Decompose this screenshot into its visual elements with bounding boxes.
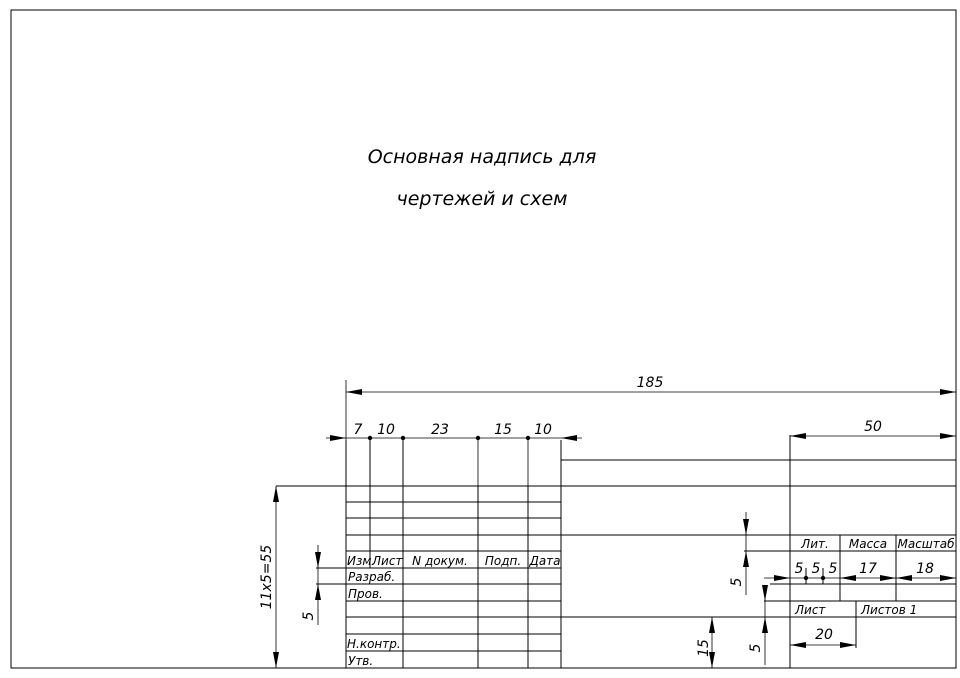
arrow-icon: [840, 642, 856, 648]
dimension-55: 11x5=55: [259, 486, 279, 668]
label-lit: Лит.: [800, 537, 829, 551]
arrow-icon: [762, 617, 768, 633]
dimension-50: 50: [790, 419, 956, 439]
label-izm: Изм.: [347, 554, 375, 568]
arrow-icon: [315, 552, 321, 568]
dim-lit-5b: 5: [812, 561, 821, 577]
label-prov: Пров.: [348, 587, 383, 601]
sheet-frame: [10, 9, 957, 669]
arrow-icon: [940, 575, 956, 581]
arrow-icon: [273, 486, 279, 502]
label-razrab: Разраб.: [348, 570, 395, 584]
label-list: Лист: [371, 554, 403, 568]
dimension-5-left: 5: [301, 545, 321, 625]
dim-total-width: 185: [637, 375, 664, 391]
label-masshtab: Масштаб: [897, 537, 955, 551]
arrow-icon: [561, 435, 577, 441]
sheet-title-line2: чертежей и схем: [396, 188, 567, 210]
title-block: [276, 388, 957, 668]
dim-massa-17: 17: [859, 561, 877, 577]
arrow-icon: [346, 389, 362, 395]
dim-list-20: 20: [815, 627, 833, 643]
dimension-15-5: 15 5 20: [696, 585, 856, 668]
arrow-icon: [762, 585, 768, 601]
arrow-icon: [790, 433, 806, 439]
label-data: Дата: [528, 554, 560, 568]
label-n-dokum: N докум.: [412, 554, 468, 568]
cell-labels: Изм. Лист N докум. Подп. Дата Разраб. Пр…: [347, 537, 955, 668]
arrow-icon: [940, 389, 956, 395]
dimension-columns: 7 10 23 15 10: [326, 422, 582, 486]
arrow-icon: [940, 433, 956, 439]
arrow-icon: [743, 551, 749, 567]
sheet-title-line1: Основная надпись для: [368, 146, 597, 168]
dim-col-10a: 10: [377, 422, 395, 438]
arrow-icon: [709, 652, 715, 668]
dim-height-15: 15: [696, 639, 712, 657]
dim-col-7: 7: [354, 422, 363, 438]
label-list-right: Лист: [794, 603, 826, 617]
arrow-icon: [774, 575, 790, 581]
label-massa: Масса: [849, 537, 887, 551]
label-listov: Листов 1: [860, 603, 917, 617]
arrow-icon: [273, 652, 279, 668]
arrow-icon: [315, 584, 321, 600]
dim-rows-height: 11x5=55: [259, 545, 275, 610]
arrow-icon: [790, 642, 806, 648]
dim-height-5-right: 5: [748, 643, 764, 652]
label-nkontr: Н.контр.: [347, 637, 401, 651]
arrow-icon: [330, 435, 346, 441]
dim-lit-5c: 5: [829, 561, 838, 577]
dim-col-23: 23: [431, 422, 449, 438]
dim-right-50: 50: [864, 419, 882, 435]
dim-col-15: 15: [494, 422, 512, 438]
dim-row-5: 5: [301, 611, 317, 620]
label-podp: Подп.: [485, 554, 521, 568]
dim-lit-5: 5: [729, 577, 745, 586]
dim-masshtab-18: 18: [916, 561, 934, 577]
label-utv: Утв.: [348, 654, 373, 668]
dimension-lit-rows: 5 5 5 5 17 18: [729, 512, 956, 595]
dim-col-10b: 10: [534, 422, 552, 438]
arrow-icon: [743, 519, 749, 535]
dimension-185: 185: [345, 375, 956, 440]
dim-lit-5a: 5: [795, 561, 804, 577]
arrow-icon: [709, 617, 715, 633]
